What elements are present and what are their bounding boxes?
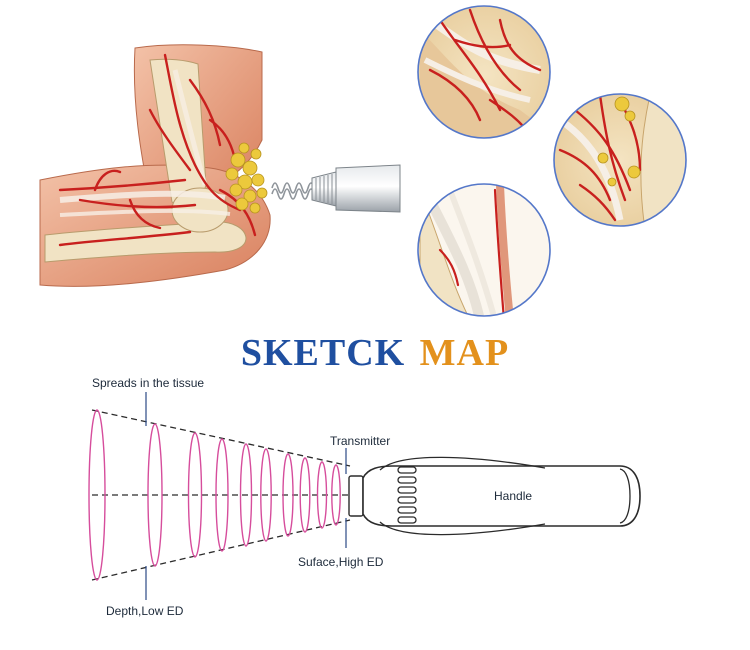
handle-device xyxy=(348,456,641,536)
title-word-map: MAP xyxy=(419,332,510,374)
bone-tendon-detail xyxy=(417,183,551,317)
wavefront-ellipses xyxy=(88,409,341,581)
label-transmitter: Transmitter xyxy=(330,434,391,448)
label-handle: Handle xyxy=(494,489,533,503)
shockwave-probe-illustration xyxy=(271,164,401,213)
page-title: SKETCK MAP xyxy=(0,318,750,388)
elbow-anatomy-illustration xyxy=(39,44,271,287)
label-surface-high-ed: Suface,High ED xyxy=(298,555,384,569)
calcific-deposit-detail xyxy=(553,93,687,227)
title-word-sketck: SKETCK xyxy=(240,332,406,374)
label-spreads-in-tissue: Spreads in the tissue xyxy=(92,376,205,390)
tendon-insertion-detail xyxy=(417,5,551,139)
wave-schematic xyxy=(88,392,351,600)
leader-lines xyxy=(145,392,347,600)
label-depth-low-ed: Depth,Low ED xyxy=(106,604,184,618)
